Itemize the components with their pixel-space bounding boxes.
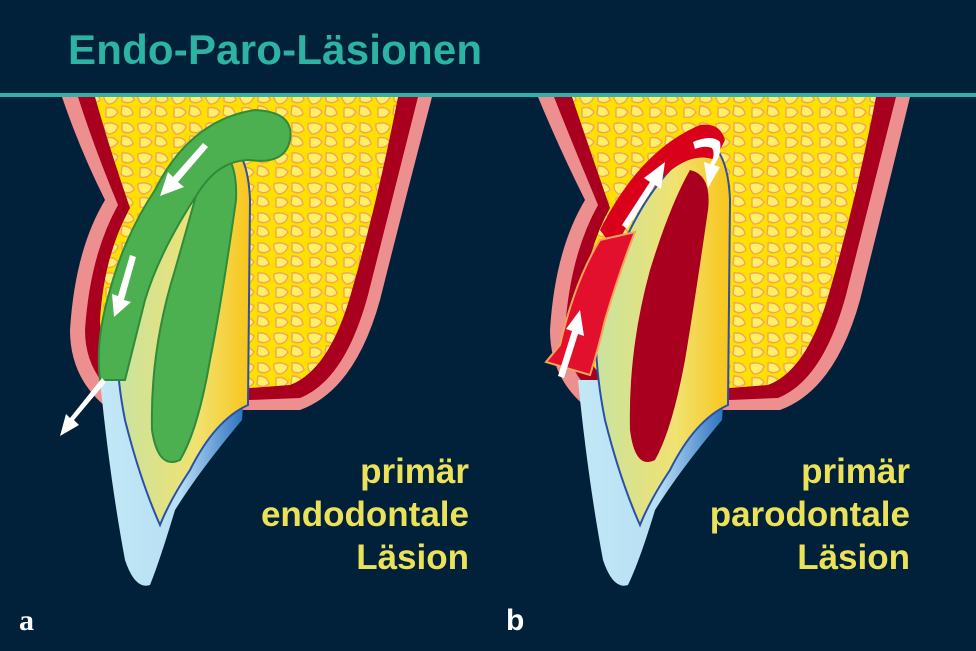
caption-line: Läsion <box>356 538 469 577</box>
caption-line: Läsion <box>797 538 910 577</box>
arrow-icon <box>112 255 136 317</box>
pulp-canal-endo <box>150 143 238 463</box>
arrow-icon <box>160 143 208 196</box>
panel-label-b: b <box>506 604 525 637</box>
caption-line: parodontale <box>709 495 910 534</box>
caption-line: primär <box>360 452 469 491</box>
endo-arrows <box>60 143 208 436</box>
paro-lesion <box>544 230 637 377</box>
paro-arrows <box>558 138 721 378</box>
panel-b-tooth <box>538 97 910 586</box>
tooth-diagram <box>60 97 910 586</box>
arrow-icon <box>558 310 584 378</box>
panel-label-a: a <box>19 604 34 637</box>
curved-arrow-icon <box>693 138 721 188</box>
caption-line: endodontale <box>260 495 469 534</box>
caption-line: primär <box>801 452 910 491</box>
figure-title: Endo-Paro-Läsionen <box>68 26 483 73</box>
panel-a-tooth <box>60 97 432 586</box>
arrow-icon <box>622 162 665 229</box>
caption-panel-a: primär endodontale Läsion <box>261 450 469 579</box>
arrow-icon <box>60 378 106 436</box>
pulp-canal <box>629 170 709 462</box>
title-divider <box>0 93 976 97</box>
endo-lesion <box>97 108 292 381</box>
caption-panel-b: primär parodontale Läsion <box>710 450 910 579</box>
